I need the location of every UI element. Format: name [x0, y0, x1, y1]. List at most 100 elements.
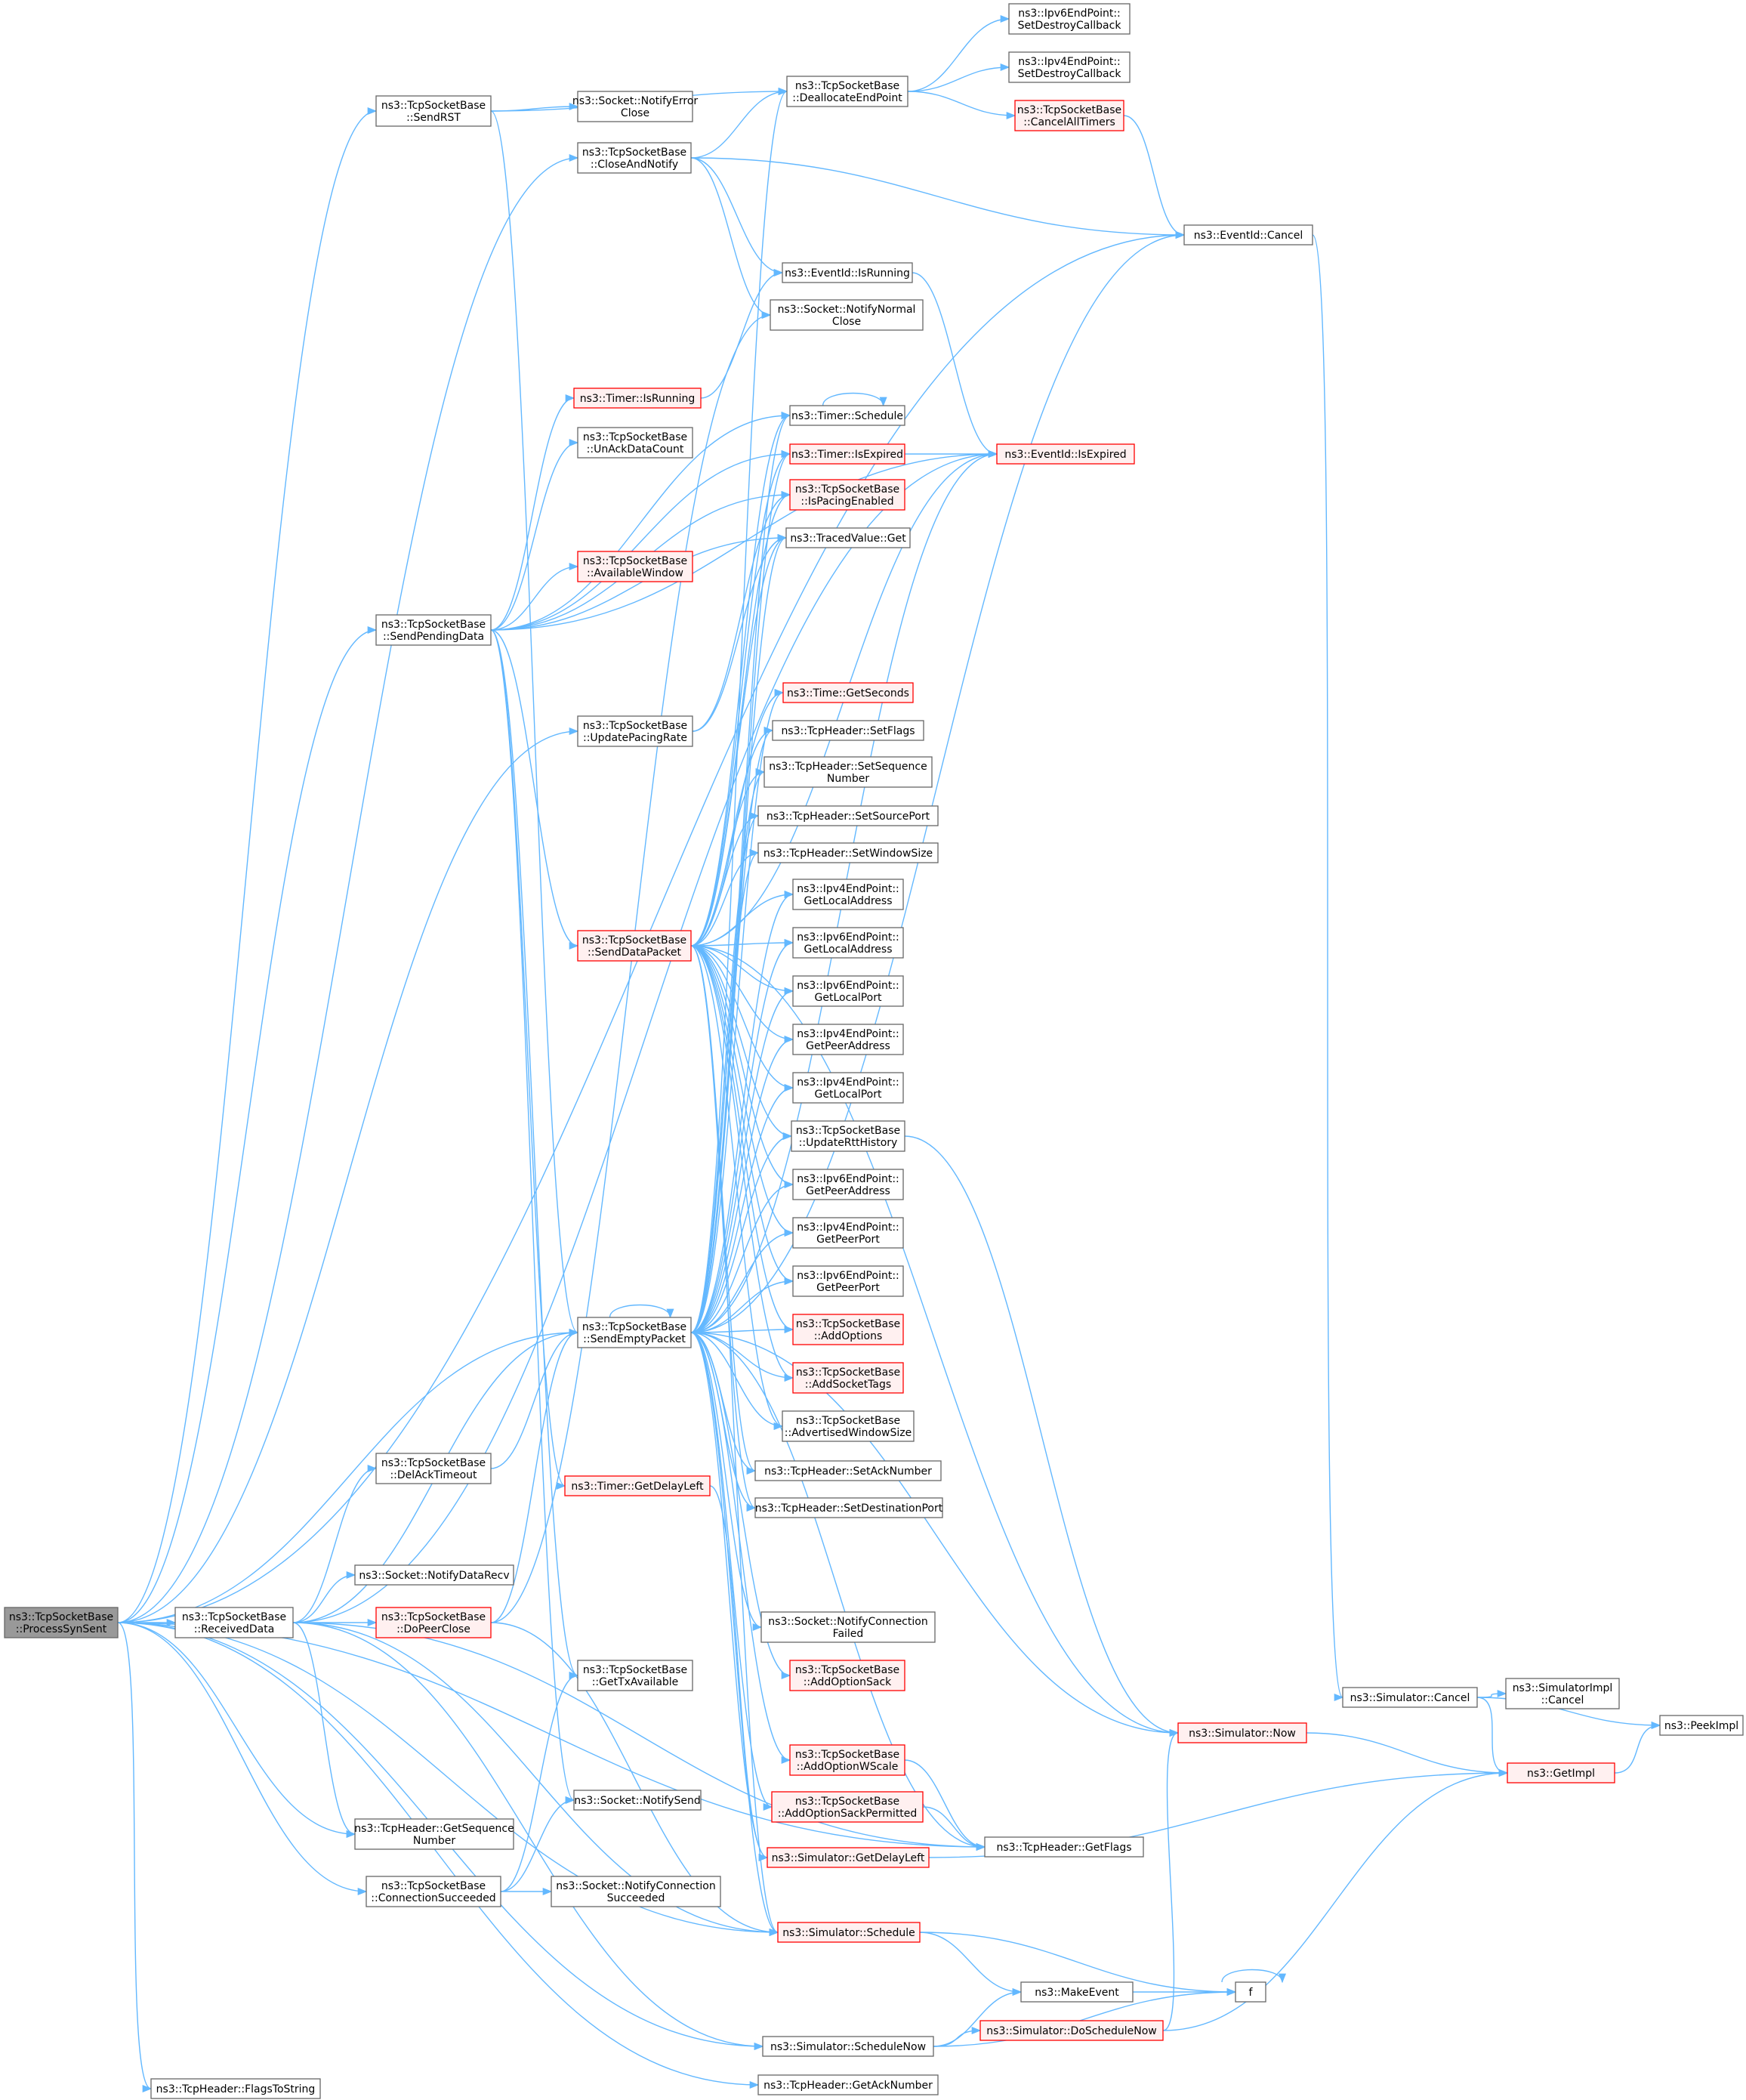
node-label: ::SendDataPacket: [588, 947, 681, 959]
call-edge: [490, 102, 579, 112]
node-un-ack-data-count[interactable]: ns3::TcpSocketBase::UnAckDataCount: [577, 427, 693, 459]
node-is-pacing-enabled[interactable]: ns3::TcpSocketBase::IsPacingEnabled: [789, 479, 905, 511]
node-time-get-seconds[interactable]: ns3::Time::GetSeconds: [782, 682, 914, 703]
node-set-ack-number[interactable]: ns3::TcpHeader::SetAckNumber: [754, 1460, 942, 1481]
node-cancel-all-timers[interactable]: ns3::TcpSocketBase::CancelAllTimers: [1014, 100, 1124, 131]
node-label: ns3::TcpSocketBase: [795, 80, 899, 92]
call-edge: [690, 891, 794, 1333]
node-box: [771, 1791, 924, 1823]
call-edge: [490, 1329, 579, 1623]
node-ipv6-set-destroy-callback[interactable]: ns3::Ipv6EndPoint::SetDestroyCallback: [1008, 3, 1131, 35]
node-add-option-wscale[interactable]: ns3::TcpSocketBase::AddOptionWScale: [789, 1744, 905, 1776]
node-set-window-size[interactable]: ns3::TcpHeader::SetWindowSize: [757, 842, 939, 863]
node-timer-is-expired[interactable]: ns3::Timer::IsExpired: [789, 443, 905, 465]
node-get-impl[interactable]: ns3::GetImpl: [1507, 1762, 1615, 1783]
node-notify-send[interactable]: ns3::Socket::NotifySend: [573, 1790, 702, 1811]
call-edge: [690, 1332, 791, 1679]
node-update-rtt-history[interactable]: ns3::TcpSocketBase::UpdateRttHistory: [791, 1120, 905, 1152]
node-box: [551, 1876, 721, 1907]
node-peek-impl[interactable]: ns3::PeekImpl: [1659, 1715, 1744, 1736]
node-label: ns3::Ipv4EndPoint::: [797, 1028, 899, 1040]
node-ipv4-get-peer-address[interactable]: ns3::Ipv4EndPoint::GetPeerAddress: [792, 1024, 904, 1055]
node-get-tx-available[interactable]: ns3::TcpSocketBase::GetTxAvailable: [577, 1660, 693, 1691]
node-label: ::SendPendingData: [383, 631, 484, 643]
node-flags-to-string[interactable]: ns3::TcpHeader::FlagsToString: [150, 2078, 321, 2099]
node-add-option-sack-permitted[interactable]: ns3::TcpSocketBase::AddOptionSackPermitt…: [771, 1791, 924, 1823]
node-event-id-cancel[interactable]: ns3::EventId::Cancel: [1183, 224, 1313, 246]
node-label: ns3::Simulator::Now: [1189, 1728, 1296, 1740]
node-timer-is-running[interactable]: ns3::Timer::IsRunning: [573, 388, 702, 409]
node-send-empty-packet[interactable]: ns3::TcpSocketBase::SendEmptyPacket: [577, 1317, 692, 1348]
node-add-socket-tags[interactable]: ns3::TcpSocketBase::AddSocketTags: [792, 1362, 904, 1394]
call-edge: [490, 629, 575, 1804]
node-send-rst[interactable]: ns3::TcpSocketBase::SendRST: [375, 95, 492, 127]
node-del-ack-timeout[interactable]: ns3::TcpSocketBase::DelAckTimeout: [375, 1453, 492, 1484]
node-f[interactable]: f: [1235, 1981, 1266, 2003]
call-edge: [1476, 1697, 1509, 1777]
node-box: [577, 1660, 693, 1691]
node-event-id-is-running[interactable]: ns3::EventId::IsRunning: [782, 262, 913, 283]
node-timer-schedule[interactable]: ns3::Timer::Schedule: [789, 405, 905, 426]
node-available-window[interactable]: ns3::TcpSocketBase::AvailableWindow: [577, 551, 693, 582]
node-event-id-is-expired[interactable]: ns3::EventId::IsExpired: [996, 443, 1135, 465]
node-close-and-notify[interactable]: ns3::TcpSocketBase::CloseAndNotify: [577, 142, 692, 174]
node-sim-schedule[interactable]: ns3::Simulator::Schedule: [777, 1922, 921, 1943]
call-edge: [690, 848, 760, 947]
call-edge: [912, 272, 998, 458]
node-get-ack-number[interactable]: ns3::TcpHeader::GetAckNumber: [757, 2074, 939, 2095]
node-label: ns3::Socket::NotifySend: [574, 1795, 700, 1807]
node-box: [996, 443, 1135, 465]
node-label: ns3::TcpSocketBase: [582, 1321, 686, 1333]
node-label: ns3::TcpHeader::SetAckNumber: [764, 1465, 932, 1478]
node-ipv6-get-peer-port[interactable]: ns3::Ipv6EndPoint::GetPeerPort: [792, 1265, 904, 1297]
node-sim-now[interactable]: ns3::Simulator::Now: [1177, 1722, 1307, 1743]
node-process-syn-sent[interactable]: ns3::TcpSocketBase::ProcessSynSent: [4, 1607, 119, 1638]
node-add-options[interactable]: ns3::TcpSocketBase::AddOptions: [792, 1314, 904, 1345]
node-sim-get-delay-left[interactable]: ns3::Simulator::GetDelayLeft: [767, 1847, 930, 1868]
node-set-flags[interactable]: ns3::TcpHeader::SetFlags: [772, 720, 924, 741]
node-ipv6-get-peer-address[interactable]: ns3::Ipv6EndPoint::GetPeerAddress: [792, 1169, 904, 1200]
node-schedule-now[interactable]: ns3::Simulator::ScheduleNow: [762, 2036, 934, 2057]
node-set-source-port[interactable]: ns3::TcpHeader::SetSourcePort: [757, 805, 939, 826]
node-box: [792, 1314, 904, 1345]
call-edge: [117, 1622, 356, 1839]
node-label: ns3::TcpHeader::GetFlags: [996, 1842, 1131, 1854]
node-received-data[interactable]: ns3::TcpSocketBase::ReceivedData: [174, 1607, 294, 1638]
node-label: ::DoPeerClose: [396, 1623, 470, 1635]
node-ipv4-get-peer-port[interactable]: ns3::Ipv4EndPoint::GetPeerPort: [792, 1217, 904, 1249]
node-traced-value-get[interactable]: ns3::TracedValue::Get: [785, 527, 911, 548]
node-do-peer-close[interactable]: ns3::TcpSocketBase::DoPeerClose: [375, 1607, 492, 1638]
node-connection-succeeded[interactable]: ns3::TcpSocketBase::ConnectionSucceeded: [366, 1876, 501, 1907]
call-edge: [117, 1622, 779, 1937]
node-get-flags[interactable]: ns3::TcpHeader::GetFlags: [984, 1836, 1144, 1858]
node-advertised-window-size[interactable]: ns3::TcpSocketBase::AdvertisedWindowSize: [782, 1410, 915, 1442]
node-set-destination-port[interactable]: ns3::TcpHeader::SetDestinationPort: [754, 1497, 943, 1518]
node-update-pacing-rate[interactable]: ns3::TcpSocketBase::UpdatePacingRate: [577, 715, 693, 747]
node-send-pending-data[interactable]: ns3::TcpSocketBase::SendPendingData: [375, 614, 492, 646]
node-ipv6-get-local-port[interactable]: ns3::Ipv6EndPoint::GetLocalPort: [792, 975, 904, 1007]
node-ipv6-get-local-address[interactable]: ns3::Ipv6EndPoint::GetLocalAddress: [792, 927, 904, 959]
node-sim-impl-cancel[interactable]: ns3::SimulatorImpl::Cancel: [1505, 1678, 1620, 1709]
node-box: [792, 1169, 904, 1200]
node-sim-cancel[interactable]: ns3::Simulator::Cancel: [1342, 1687, 1478, 1708]
node-add-option-sack[interactable]: ns3::TcpSocketBase::AddOptionSack: [789, 1660, 905, 1691]
node-do-schedule-now[interactable]: ns3::Simulator::DoScheduleNow: [979, 2020, 1164, 2041]
node-box: [577, 930, 692, 962]
node-send-data-packet[interactable]: ns3::TcpSocketBase::SendDataPacket: [577, 930, 692, 962]
node-label: ::UnAckDataCount: [587, 443, 684, 456]
node-ipv4-set-destroy-callback[interactable]: ns3::Ipv4EndPoint::SetDestroyCallback: [1008, 51, 1131, 83]
node-notify-data-recv[interactable]: ns3::Socket::NotifyDataRecv: [354, 1564, 514, 1586]
node-ipv4-get-local-address[interactable]: ns3::Ipv4EndPoint::GetLocalAddress: [792, 879, 904, 910]
node-deallocate-end-point[interactable]: ns3::TcpSocketBase::DeallocateEndPoint: [786, 76, 908, 107]
node-box: [375, 1607, 492, 1638]
node-label: ns3::TcpSocketBase: [583, 1664, 687, 1676]
node-timer-get-delay-left[interactable]: ns3::Timer::GetDelayLeft: [564, 1475, 711, 1496]
node-make-event[interactable]: ns3::MakeEvent: [1020, 1981, 1134, 2003]
node-ipv4-get-local-port[interactable]: ns3::Ipv4EndPoint::GetLocalPort: [792, 1072, 904, 1104]
